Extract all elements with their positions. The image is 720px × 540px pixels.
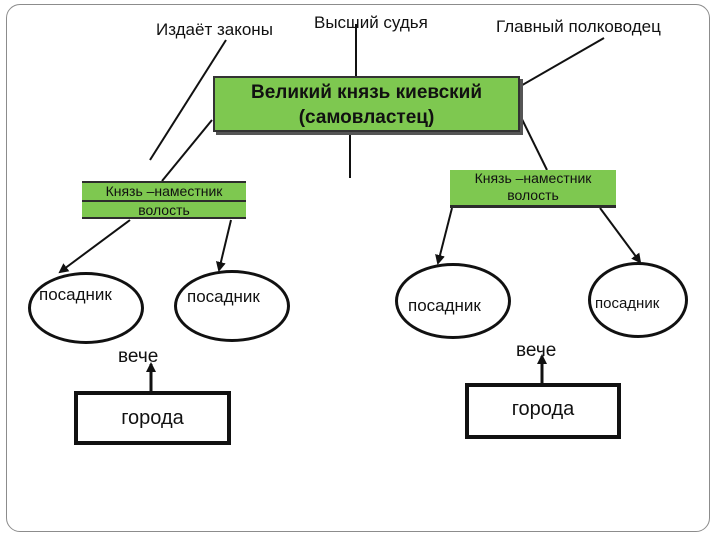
viceroy-left-volost: волость (138, 202, 190, 218)
grand-prince-box: Великий князь киевский (самовластец) (213, 76, 520, 132)
veche-label-left: вече (118, 346, 159, 367)
power-judge-label: Высший судья (314, 13, 428, 32)
posadnik-oval-1: посадник (28, 272, 144, 344)
posadnik-label-2: посадник (187, 287, 260, 306)
city-label-left: города (121, 407, 184, 429)
grand-prince-subtitle: (самовластец) (298, 107, 435, 128)
viceroy-left-box: Князь –наместник волость (82, 181, 246, 219)
posadnik-label-4: посадник (595, 295, 660, 312)
posadnik-oval-2: посадник (174, 270, 290, 342)
city-box-right: города (465, 383, 621, 439)
viceroy-left-title: Князь –наместник (82, 183, 246, 202)
city-box-left: города (74, 391, 231, 445)
viceroy-right-title: Князь –наместник (474, 170, 592, 186)
power-commander-label: Главный полководец (496, 17, 661, 36)
posadnik-label-1: посадник (39, 285, 112, 304)
power-laws-label: Издаёт законы (156, 20, 273, 39)
grand-prince-title: Великий князь киевский (250, 82, 483, 103)
viceroy-right-box: Князь –наместник волость (450, 170, 616, 208)
veche-label-right: вече (516, 340, 557, 361)
posadnik-oval-4: посадник (588, 262, 688, 338)
slide-frame (6, 4, 710, 532)
viceroy-right-volost: волость (507, 187, 559, 203)
city-label-right: города (511, 398, 575, 420)
posadnik-oval-3: посадник (395, 263, 511, 339)
posadnik-label-3: посадник (408, 296, 481, 315)
